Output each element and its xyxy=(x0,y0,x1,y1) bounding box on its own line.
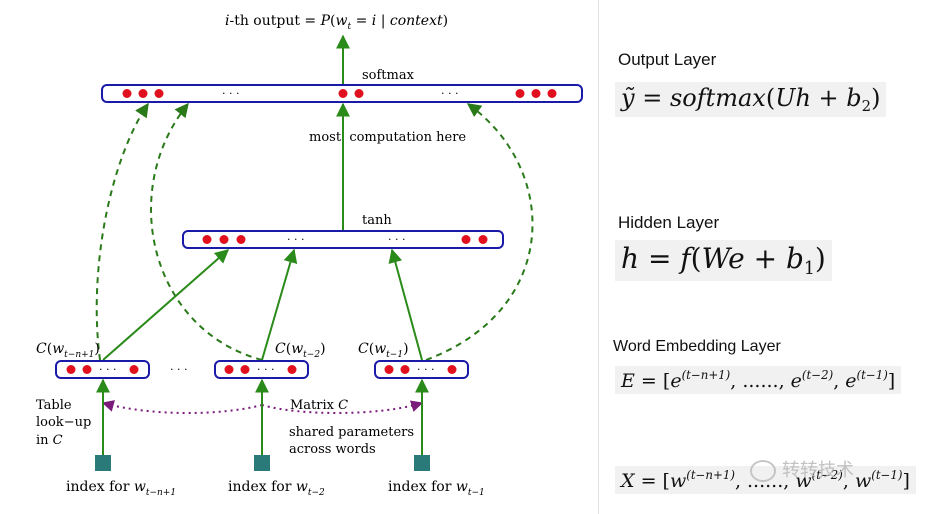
index-label-1: index for wt−n+1 xyxy=(66,479,176,498)
embedding-box-3 xyxy=(374,360,469,379)
unit-dot xyxy=(129,365,139,374)
index-label-3: index for wt−1 xyxy=(388,479,485,498)
unit-dot xyxy=(202,235,212,244)
most-computation-label: most computation here xyxy=(309,130,466,145)
unit-dot xyxy=(154,89,164,98)
hidden-units xyxy=(202,235,488,244)
embedding-ellipsis: · · · xyxy=(257,363,274,376)
unit-dot xyxy=(138,89,148,98)
embedding-ellipsis: · · · xyxy=(417,363,434,376)
embed-to-hidden-arrow xyxy=(102,249,230,361)
input-index-formula: X = [w(t−n+1), ......, w(t−2), w(t−1)] xyxy=(615,466,916,495)
unit-dot xyxy=(515,89,525,98)
index-square-2 xyxy=(254,455,270,471)
wechat-icon xyxy=(750,460,776,482)
unit-dot xyxy=(547,89,557,98)
unit-dot xyxy=(122,89,132,98)
index-label-2: index for wt−2 xyxy=(228,479,325,498)
dashed-arc xyxy=(95,102,149,361)
unit-dot xyxy=(531,89,541,98)
hidden-layer-box xyxy=(182,230,504,249)
unit-dot xyxy=(338,89,348,98)
hidden-layer-formula: h = f(We + b1) xyxy=(615,240,832,282)
softmax-ellipsis-left: · · · xyxy=(222,87,239,100)
hidden-ellipsis-right: · · · xyxy=(388,233,405,246)
tanh-label: tanh xyxy=(362,213,392,228)
unit-dot xyxy=(66,365,76,374)
unit-dot xyxy=(219,235,229,244)
embedding-layer-formula: E = [e(t−n+1), ......, e(t−2), e(t−1)] xyxy=(615,366,902,395)
unit-dot xyxy=(478,235,488,244)
unit-dot xyxy=(384,365,394,374)
between-embeddings-ellipsis: · · · xyxy=(170,363,187,376)
unit-dot xyxy=(82,365,92,374)
unit-dot xyxy=(240,365,250,374)
embed-to-hidden-arrow xyxy=(388,248,423,361)
shared-parameters-label: shared parameters across words xyxy=(289,425,418,457)
watermark: 转转技术 xyxy=(750,456,854,482)
embedding-label-3: C(wt−1) xyxy=(358,341,409,360)
dashed-arc xyxy=(150,102,263,361)
softmax-label: softmax xyxy=(362,68,415,83)
softmax-ellipsis-right: · · · xyxy=(441,87,458,100)
softmax-units xyxy=(122,89,557,98)
index-square-1 xyxy=(95,455,111,471)
hidden-ellipsis-left: · · · xyxy=(287,233,304,246)
output-probability-label: i-th output = P(wt = i | context) xyxy=(225,13,448,32)
matrix-c-label: Matrix C xyxy=(290,398,348,413)
embedding-box-2 xyxy=(214,360,309,379)
panel-divider xyxy=(598,0,599,514)
unit-dot xyxy=(236,235,246,244)
hidden-layer-title: Hidden Layer xyxy=(618,213,720,232)
embedding-label-2: C(wt−2) xyxy=(275,341,326,360)
unit-dot xyxy=(461,235,471,244)
embed-to-hidden-arrow xyxy=(261,248,298,361)
embedding-label-1: C(wt−n+1) xyxy=(36,341,100,360)
unit-dot xyxy=(400,365,410,374)
index-square-3 xyxy=(414,455,430,471)
embedding-ellipsis: · · · xyxy=(99,363,116,376)
dashed-arc xyxy=(425,103,534,361)
unit-dot xyxy=(224,365,234,374)
output-layer-formula: ỹ = softmax(Uh + b2) xyxy=(615,82,887,118)
layer-formula-panel: Output Layer ỹ = softmax(Uh + b2) Hidden… xyxy=(600,0,930,514)
embedding-box-1 xyxy=(55,360,150,379)
unit-dot xyxy=(287,365,297,374)
table-lookup-label: Table look−up in C xyxy=(36,398,95,448)
direct-connections xyxy=(95,102,534,361)
unit-dot xyxy=(354,89,364,98)
embedding-layer-title: Word Embedding Layer xyxy=(613,338,781,355)
unit-dot xyxy=(447,365,457,374)
output-layer-title: Output Layer xyxy=(618,50,717,69)
shared-parameter-link xyxy=(101,400,424,415)
